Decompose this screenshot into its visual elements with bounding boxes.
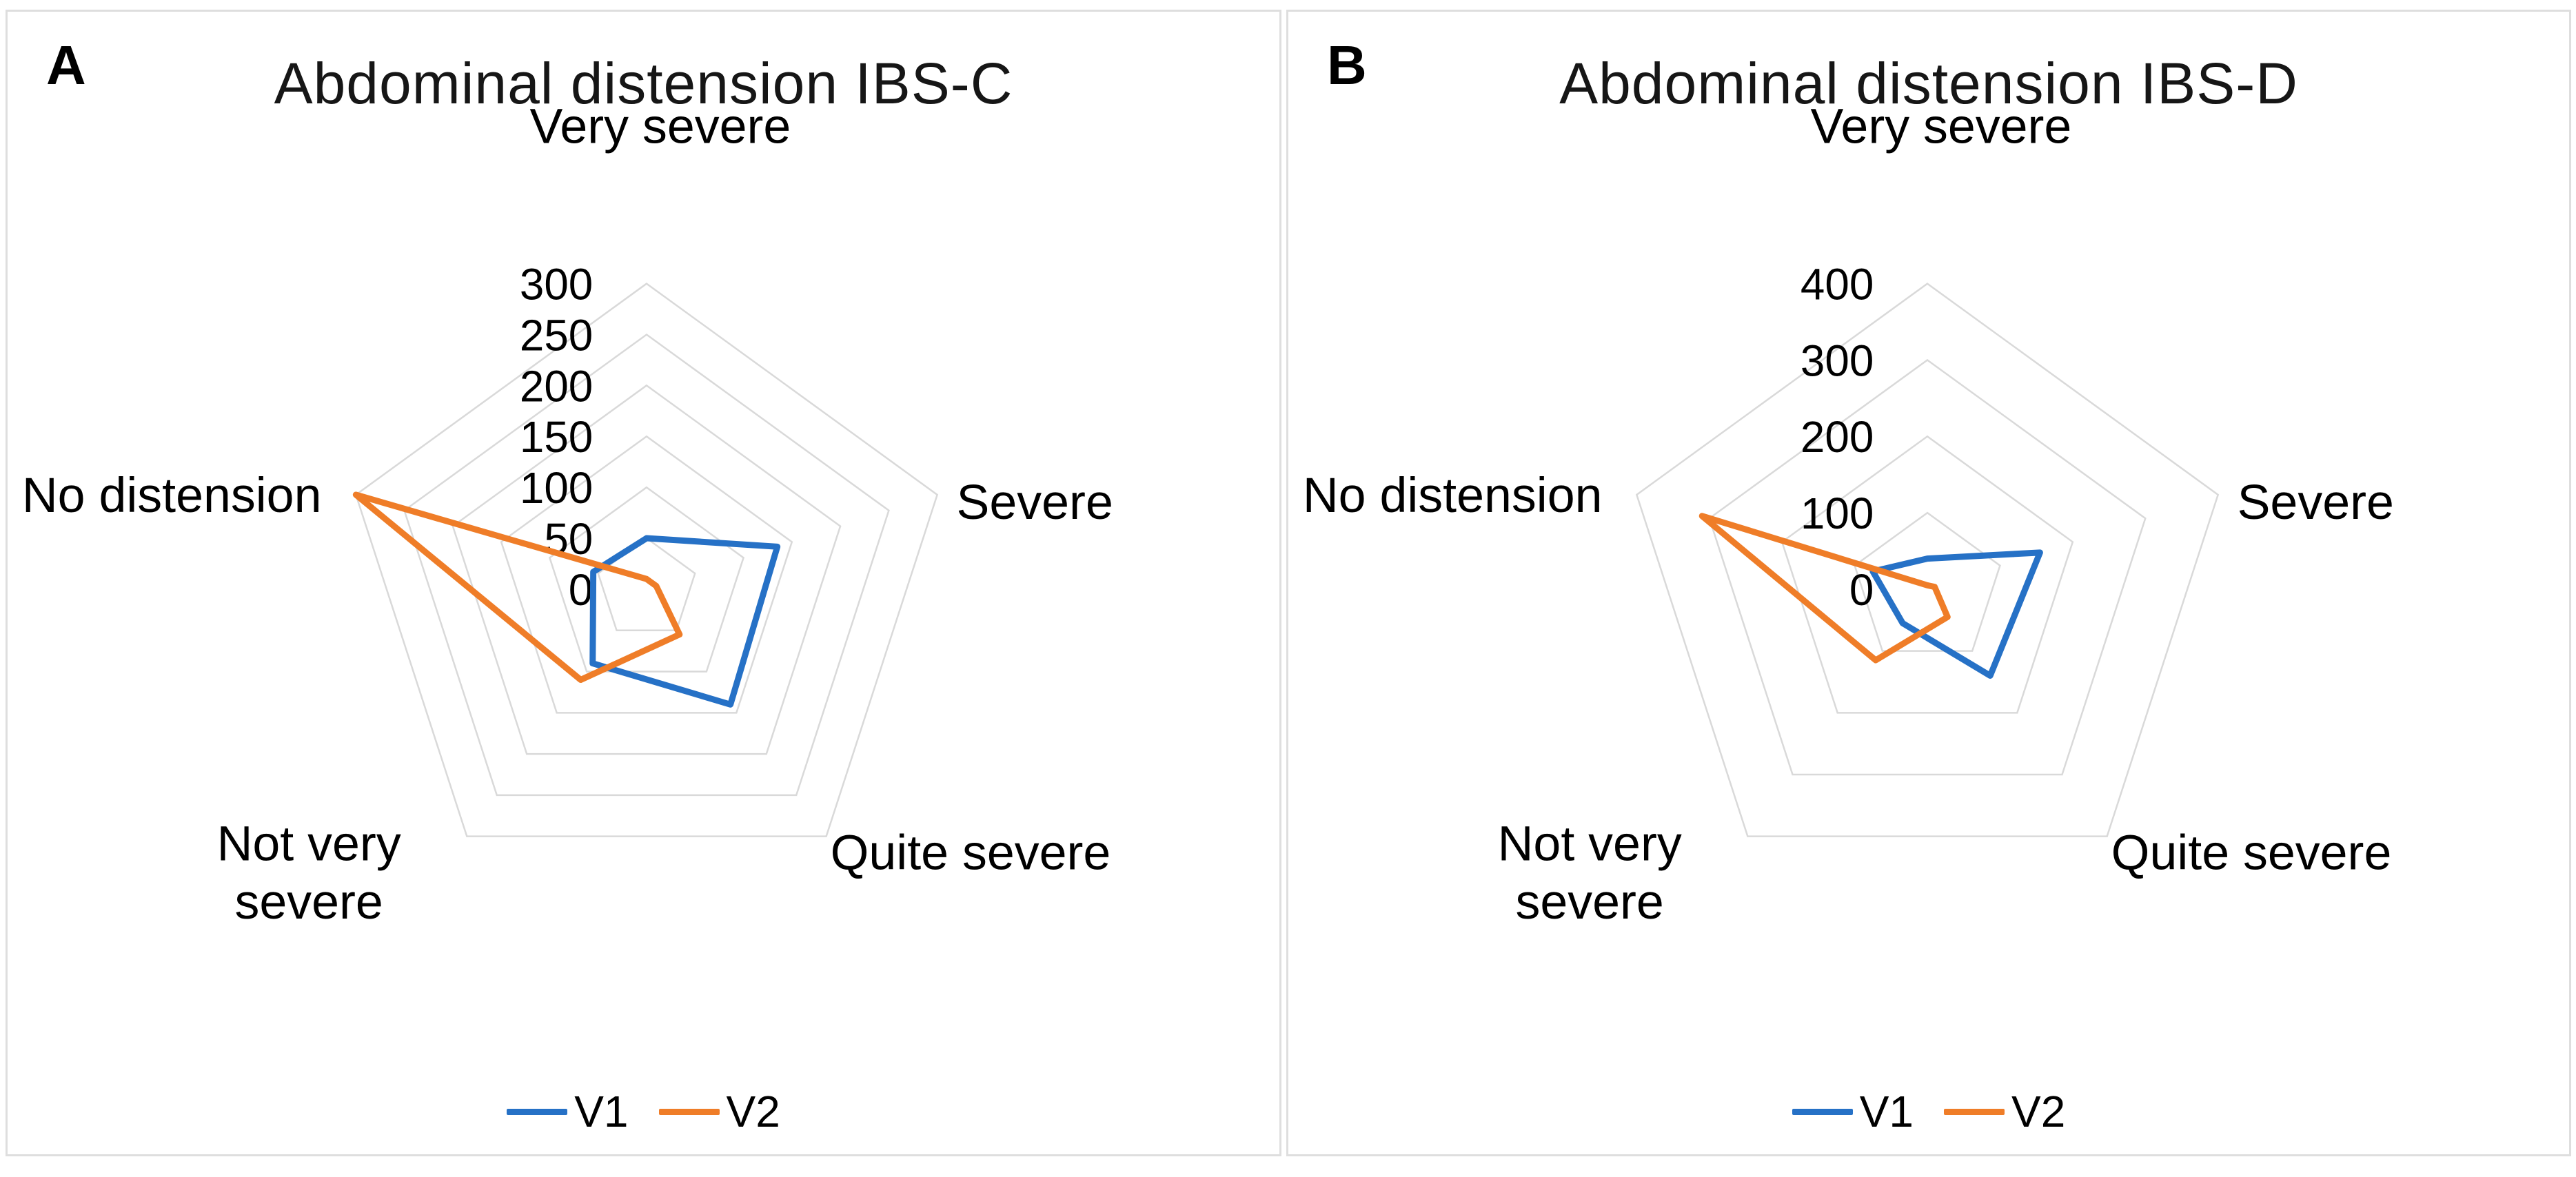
axis-category-label: Quite severe <box>2111 825 2392 880</box>
chart-title-ibs-c: Abdominal distension IBS-C <box>274 51 1013 116</box>
series-line-v1 <box>1869 549 2043 679</box>
axis-category-label: Very severe <box>1811 99 2072 154</box>
radial-tick-label: 100 <box>520 463 593 513</box>
grid-ring <box>1781 435 2074 714</box>
panel-ibs-d: B Abdominal distension IBS-D 0 100 200 300 4… <box>1286 10 2571 1156</box>
legend-item-v2: V2 <box>1944 1086 2065 1137</box>
series-line-v2 <box>1698 513 1951 664</box>
radial-tick-label: 150 <box>520 412 593 462</box>
axis-category-label: No distension <box>1303 468 1603 523</box>
grid-ring <box>597 537 696 631</box>
series-line-v2 <box>352 491 683 683</box>
panel-letter-a: A <box>46 34 86 96</box>
v2-line-swatch <box>1944 1108 2005 1115</box>
chart-title-ibs-d: Abdominal distension IBS-D <box>1559 51 2298 116</box>
radial-tick-label: 0 <box>569 565 593 615</box>
radial-tick-label: 100 <box>1801 489 1874 538</box>
grid-ring <box>500 435 793 714</box>
v2-line-swatch <box>658 1108 720 1115</box>
radial-tick-label: 300 <box>520 259 593 309</box>
legend-item-v1: V1 <box>507 1086 629 1137</box>
axis-category-label: No distension <box>22 468 322 523</box>
chart-legend: V1 V2 <box>8 1084 1279 1139</box>
v1-line-swatch <box>1792 1108 1853 1115</box>
grid-ring <box>354 283 939 837</box>
axis-category-label: Severe <box>957 475 1113 530</box>
v1-line-swatch <box>507 1108 568 1115</box>
legend-label-v1: V1 <box>574 1087 629 1136</box>
axis-category-label: Severe <box>2238 475 2394 530</box>
grid-ring <box>452 384 842 755</box>
legend-item-v2: V2 <box>658 1086 780 1137</box>
grid-ring <box>1708 358 2147 776</box>
chart-legend: V1 V2 <box>1288 1084 2569 1139</box>
axis-category-label: Very severe <box>530 99 791 154</box>
axis-category-label: Quite severe <box>831 825 1111 880</box>
radial-tick-label: 0 <box>1849 565 1874 615</box>
radial-tick-label: 200 <box>1801 412 1874 462</box>
grid-ring <box>403 333 890 797</box>
panel-letter-b: B <box>1327 34 1367 96</box>
series-line-v1 <box>589 535 781 708</box>
legend-label-v2: V2 <box>726 1087 780 1136</box>
legend-item-v1: V1 <box>1792 1086 1914 1137</box>
legend-label-v2: V2 <box>2011 1087 2066 1136</box>
radial-tick-label: 300 <box>1801 336 1874 385</box>
grid-ring <box>1635 283 2220 837</box>
radial-tick-label: 400 <box>1801 259 1874 309</box>
legend-label-v1: V1 <box>1859 1087 1914 1136</box>
radial-tick-label: 250 <box>520 310 593 360</box>
radial-tick-label: 200 <box>520 361 593 411</box>
